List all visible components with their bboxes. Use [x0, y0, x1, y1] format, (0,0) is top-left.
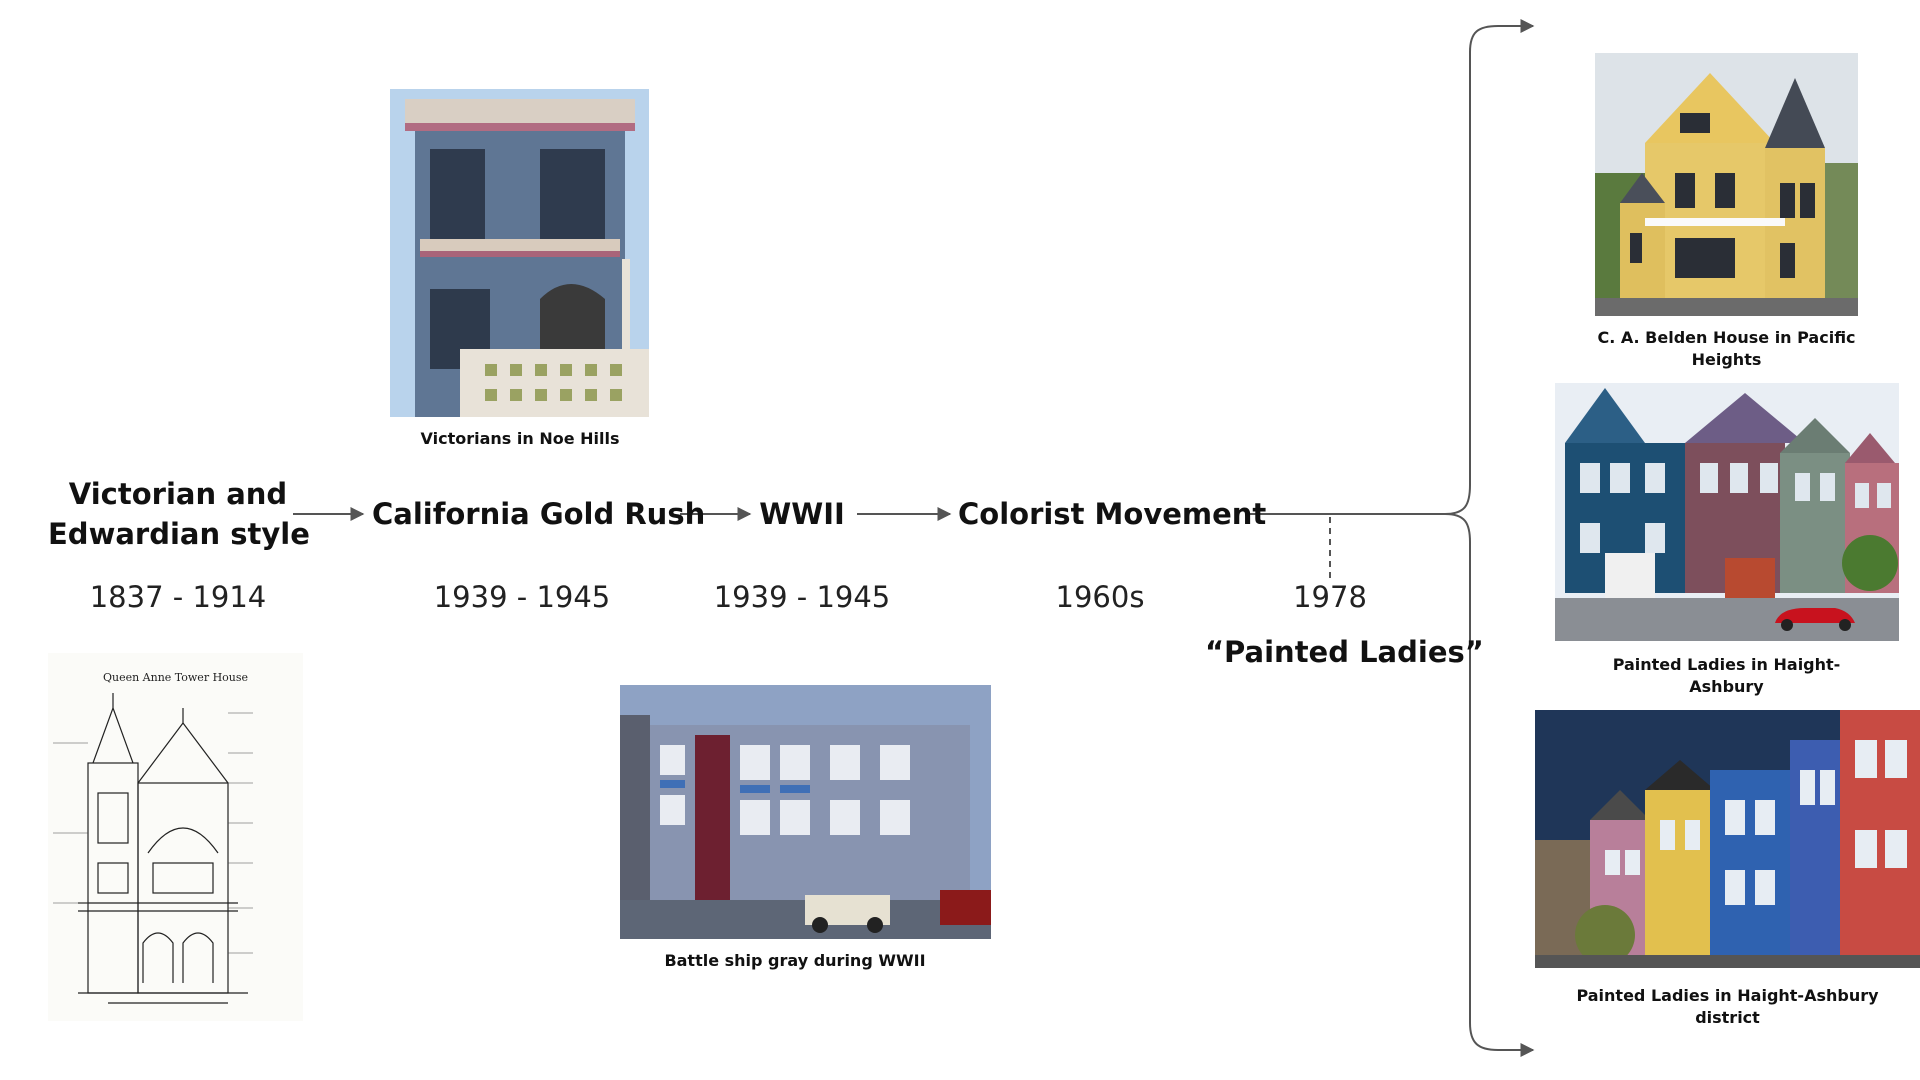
brace-connector — [1444, 25, 1530, 1051]
period-1978: 1978 — [1293, 580, 1367, 614]
stage-title-goldrush: California Gold Rush — [372, 497, 706, 531]
caption-haight1-line1: Painted Ladies in Haight- — [1612, 655, 1841, 674]
caption-haight2-line2: district — [1695, 1008, 1760, 1027]
period-wwii: 1939 - 1945 — [713, 580, 891, 614]
period-victorian: 1837 - 1914 — [89, 580, 267, 614]
photo-battleship-gray — [620, 685, 991, 939]
stage-title-colorist: Colorist Movement — [958, 497, 1267, 531]
caption-battleship-gray: Battle ship gray during WWII — [664, 951, 926, 970]
caption-belden-house: C. A. Belden House in Pacific Heights — [1570, 327, 1883, 371]
stage-title-painted-ladies: “Painted Ladies” — [1205, 635, 1484, 669]
stage-title-victorian: Victorian and Edwardian style — [48, 474, 310, 554]
photo-painted-ladies-district — [1535, 710, 1920, 968]
photo-queen-anne-drawing: Queen Anne Tower House — [48, 653, 303, 1021]
caption-painted-ladies-row: Painted Ladies in Haight- Ashbury — [1570, 654, 1883, 698]
stage-title-victorian-line1: Victorian and — [68, 477, 288, 511]
caption-belden-line2: Heights — [1691, 350, 1762, 369]
period-colorist: 1960s — [1055, 580, 1145, 614]
stage-title-victorian-line2: Edwardian style — [48, 517, 310, 551]
period-goldrush: 1939 - 1945 — [433, 580, 611, 614]
caption-belden-line1: C. A. Belden House in Pacific — [1597, 328, 1856, 347]
caption-painted-ladies-district: Painted Ladies in Haight-Ashbury distric… — [1555, 985, 1900, 1029]
queen-anne-label: Queen Anne Tower House — [102, 671, 249, 684]
photo-noe-hills — [390, 89, 649, 417]
stage-title-wwii: WWII — [759, 497, 845, 531]
photo-belden-house — [1595, 53, 1858, 316]
caption-haight2-line1: Painted Ladies in Haight-Ashbury — [1576, 986, 1879, 1005]
photo-painted-ladies-row — [1555, 383, 1899, 641]
caption-haight1-line2: Ashbury — [1689, 677, 1764, 696]
caption-noe-hills: Victorians in Noe Hills — [420, 429, 620, 448]
